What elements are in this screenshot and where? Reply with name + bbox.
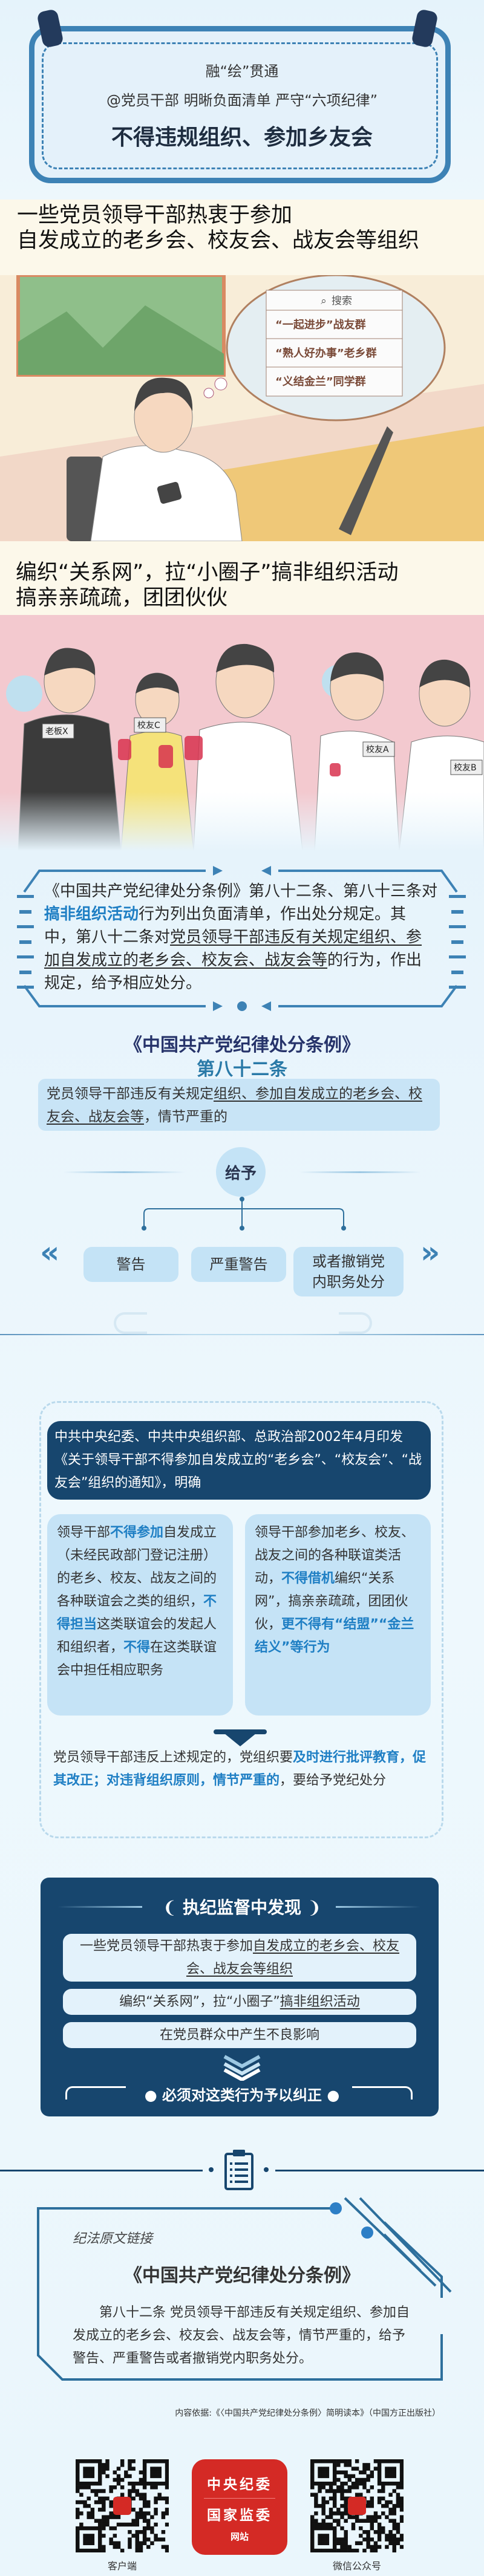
- notice-header: 中共中央纪委、中共中央组织部、总政治部2002年4月印发《关于领导干部不得参加自…: [47, 1421, 431, 1500]
- group-item: “一起进步”战友群: [275, 318, 366, 331]
- qr-right-label: 微信公众号: [332, 2560, 381, 2572]
- divider: [0, 1334, 484, 1335]
- logo-line1: 中央纪委: [207, 2476, 272, 2493]
- series-name: 融“绘”贯通: [205, 63, 279, 80]
- finding-item: 在党员群众中产生不良影响: [63, 2022, 416, 2048]
- phone-icon: [157, 481, 182, 504]
- findings-title-wrap: ❨ 执纪监督中发现 ❩: [145, 1895, 339, 1919]
- website-logo[interactable]: 中央纪委 国家监委 网站: [192, 2459, 287, 2555]
- scene1-illustration: ⌕ 搜索 “一起进步”战友群 “熟人好办事”老乡群 “义结金兰”同学群: [0, 275, 484, 541]
- arrow-down-icon: [214, 1729, 267, 1746]
- title-sign: [29, 26, 451, 183]
- scene2-illustration: 老板X 校友C 校友A 校友B: [0, 615, 484, 851]
- cloud-ornament: [339, 1312, 372, 1334]
- name-tag: 校友C: [137, 720, 160, 730]
- underlined-text: 组织、参加自发成立的老乡会、校友会、战友会等: [47, 1086, 422, 1125]
- highlight-text: 不得: [123, 1640, 151, 1655]
- text-segment: 编织“关系网”，拉“小圈子”: [119, 1994, 280, 2009]
- subtitle: @党员干部 明晰负面清单 严守“六项纪律”: [106, 92, 378, 109]
- finding-item: 一些党员领导干部热衷于参加自发成立的老乡会、校友会、战友会等组织: [63, 1934, 416, 1982]
- logo-line2: 国家监委: [204, 2498, 275, 2524]
- qr-left-label: 客户端: [107, 2560, 137, 2572]
- text-segment: 《中国共产党纪律处分条例》第八十二条、第八十三条对: [44, 882, 438, 900]
- scene2-caption-line1: 编织“关系网”，拉“小圈子”搞非组织活动: [16, 561, 399, 585]
- highlight-text: 不得借机: [281, 1571, 335, 1586]
- laurel-right-icon: ❩: [301, 1898, 322, 1917]
- qr-code-app[interactable]: [76, 2459, 169, 2552]
- qr-logo-icon: [113, 2497, 131, 2515]
- branch-connector: [142, 1197, 346, 1231]
- penalty-warning: 警告: [83, 1247, 178, 1282]
- scene1-caption-line2: 自发成立的老乡会、校友会、战友会等组织: [17, 229, 420, 253]
- text-segment: ，要给予党纪处分: [280, 1773, 387, 1788]
- text-segment: ，情节严重的: [144, 1109, 227, 1125]
- source-note: 内容依据:《〈中国共产党纪律处分条例〉简明读本》（中国方正出版社）: [175, 2408, 440, 2418]
- group-item: “义结金兰”同学群: [275, 375, 366, 388]
- qr-logo-icon: [348, 2497, 366, 2515]
- law-link-label: 纪法原文链接: [73, 2231, 153, 2246]
- laurel-left-icon: ❨: [162, 1898, 183, 1917]
- findings-conclusion: 必须对这类行为予以纠正: [162, 2087, 322, 2104]
- clipboard-icon: [224, 2150, 253, 2190]
- scene1-caption-line1: 一些党员领导干部热衷于参加: [17, 203, 293, 227]
- text-segment: 编织“关系网”，搞亲亲疏疏，团团伙伙，: [255, 1571, 408, 1632]
- desk: [182, 426, 484, 541]
- regulation-title: 《中国共产党纪律处分条例》: [124, 1035, 360, 1056]
- scene2-caption-line2: 搞亲亲疏疏，团团伙伙: [16, 586, 228, 610]
- law-link-body: 第八十二条 党员领导干部违反有关规定组织、参加自发成立的老乡会、校友会、战友会等…: [73, 2305, 410, 2366]
- highlight-text: 更不得有“结盟”“金兰结义”等行为: [255, 1617, 414, 1655]
- group-item: “熟人好办事”老乡群: [275, 346, 377, 360]
- law-link-frame: [37, 2197, 452, 2381]
- highlight-text: 不得担当: [57, 1594, 217, 1632]
- notice-conclusion: 党员领导干部违反上述规定的，党组织要及时进行批评教育，促其改正；对违背组织原则，…: [53, 1746, 428, 1792]
- notice-frame: [39, 1401, 443, 1838]
- chevron-right-icon: »: [420, 1235, 440, 1270]
- text-segment: 这类联谊会的发起人和组织者，: [57, 1617, 217, 1655]
- name-tag: 老板X: [45, 727, 68, 737]
- cloud-ornament: [114, 1312, 147, 1334]
- text-segment: 领导干部: [57, 1525, 111, 1540]
- article-number: 第八十二条: [197, 1059, 287, 1080]
- article-text: 党员领导干部违反有关规定组织、参加自发成立的老乡会、校友会、战友会等，情节严重的: [38, 1079, 440, 1131]
- qr-code-wechat[interactable]: [310, 2459, 404, 2552]
- underlined-text: 自发成立的老乡会、校友会、战友会等组织: [186, 1939, 400, 1977]
- text-segment: 在这类联谊会中担任相应职务: [57, 1640, 217, 1678]
- text-segment: 党员领导干部违反有关规定: [47, 1086, 214, 1102]
- highlight-text: 不得参加: [110, 1525, 164, 1540]
- laptop: [339, 426, 393, 535]
- quote-frame: [17, 866, 466, 1011]
- name-tag: 校友B: [454, 763, 477, 773]
- penalty-dismissal: 或者撤销党内职务处分: [293, 1247, 404, 1296]
- page-title: 不得违规组织、参加乡友会: [111, 125, 373, 150]
- underlined-text: 搞非组织活动: [280, 1994, 360, 2009]
- text-segment: 一些党员领导干部热衷于参加: [79, 1939, 253, 1954]
- text-segment: 领导干部参加老乡、校友、战友之间的各种联谊类活动，: [255, 1525, 415, 1586]
- text-segment: 党员领导干部违反上述规定的，党组织要: [53, 1750, 293, 1765]
- text-segment: 在党员群众中产生不良影响: [159, 2027, 319, 2043]
- search-icon: ⌕: [321, 295, 327, 307]
- highlight-text: 及时进行批评教育，促其改正；对违背组织原则，情节严重的: [53, 1750, 427, 1788]
- give-label: 给予: [216, 1147, 266, 1197]
- notice-left-rule: 领导干部不得参加自发成立（未经民政部门登记注册）的老乡、校友、战友之间的各种联谊…: [47, 1514, 233, 1716]
- text-segment: 的行为，作出规定，给予相应处分。: [44, 951, 422, 992]
- logo-line3: 网站: [230, 2531, 249, 2542]
- findings-conclusion-wrap: ● 必须对这类行为予以纠正 ●: [144, 2087, 340, 2104]
- chevron-left-icon: «: [40, 1235, 60, 1270]
- underlined-text: 党员领导干部违反有关规定组织、参加自发成立的老乡会、校友会、战友会等: [44, 928, 422, 969]
- search-label: 搜索: [332, 295, 352, 307]
- text-segment: 行为列出负面清单，作出处分规定。其中，第八十二条对: [44, 905, 407, 946]
- findings-title: 执纪监督中发现: [182, 1898, 301, 1917]
- law-link-title: 《中国共产党纪律处分条例》: [124, 2265, 360, 2286]
- intro-text: 《中国共产党纪律处分条例》第八十二条、第八十三条对搞非组织活动行为列出负面清单，…: [44, 880, 437, 995]
- chevrons-down-icon: [223, 2055, 261, 2081]
- highlight-text: 搞非组织活动: [44, 905, 139, 923]
- name-tag: 校友A: [366, 744, 389, 755]
- penalty-serious-warning: 严重警告: [191, 1247, 286, 1282]
- notice-right-rule: 领导干部参加老乡、校友、战友之间的各种联谊类活动，不得借机编织“关系网”，搞亲亲…: [245, 1514, 431, 1716]
- finding-item: 编织“关系网”，拉“小圈子”搞非组织活动: [63, 1989, 416, 2015]
- text-segment: 自发成立（未经民政部门登记注册）的老乡、校友、战友之间的各种联谊会之类的组织，: [57, 1525, 217, 1609]
